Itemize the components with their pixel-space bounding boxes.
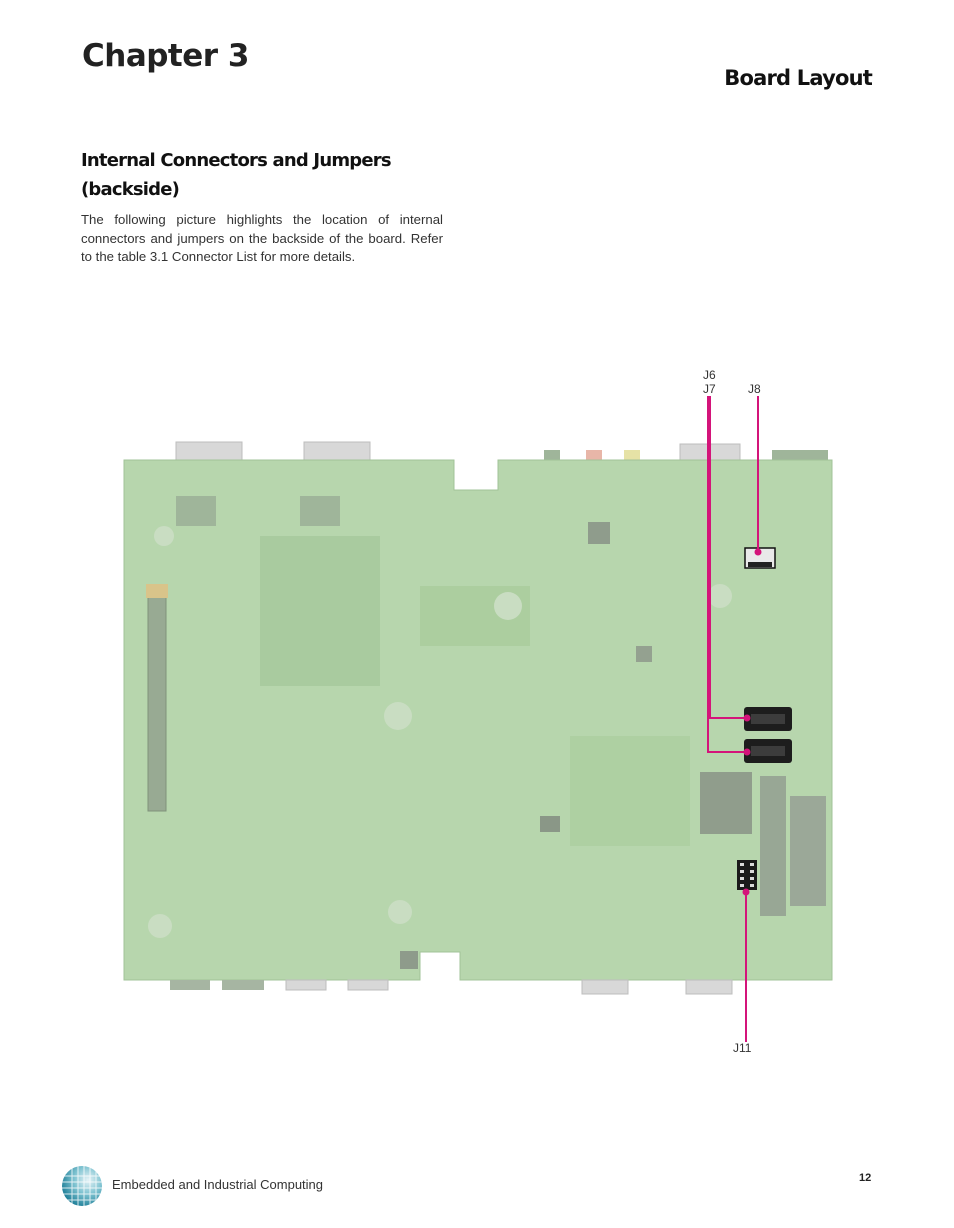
chapter-title: Chapter 3 [82,38,249,74]
section-title: Board Layout [724,66,873,90]
subheading-line-1: Internal Connectors and Jumpers [81,150,392,171]
footer-company: Embedded and Industrial Computing [112,1177,324,1192]
subheading: Internal Connectors and Jumpers (backsid… [81,146,411,204]
page-number: 12 [859,1172,872,1184]
label-j11: J11 [733,1041,752,1055]
description-paragraph: The following picture highlights the loc… [81,212,443,264]
label-j6: J6 [703,368,716,382]
company-logo-icon [62,1166,102,1206]
label-j8: J8 [748,382,761,396]
board-layout-diagram [123,436,833,996]
label-j7: J7 [703,382,716,396]
subheading-line-2: (backside) [81,179,180,200]
